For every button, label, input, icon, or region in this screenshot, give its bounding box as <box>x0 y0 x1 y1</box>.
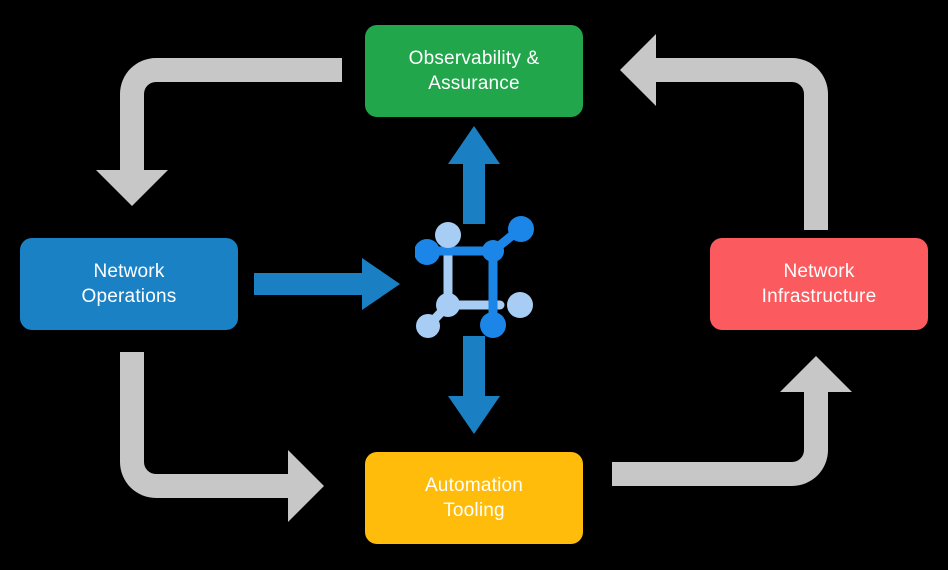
center-arrow-down <box>448 336 500 434</box>
cycle-arrow-operations-to-automation <box>120 352 324 522</box>
topology-dark-nodes <box>415 216 534 338</box>
node-network-operations[interactable]: Network Operations <box>20 238 238 330</box>
node-network-infrastructure[interactable]: Network Infrastructure <box>710 238 928 330</box>
center-arrow-right <box>254 258 400 310</box>
node-automation-tooling[interactable]: Automation Tooling <box>365 452 583 544</box>
center-arrow-up <box>448 126 500 224</box>
topology-light-nodes <box>416 222 533 338</box>
node-observability-assurance[interactable]: Observability & Assurance <box>365 25 583 117</box>
node-infrastructure-label: Network Infrastructure <box>761 260 877 307</box>
cycle-arrow-observability-to-operations <box>96 58 342 206</box>
cycle-arrow-automation-to-infrastructure <box>612 356 852 486</box>
node-operations-label: Network Operations <box>81 260 177 307</box>
network-topology-icon <box>415 216 534 338</box>
node-observability-label: Observability & Assurance <box>408 47 540 94</box>
cycle-arrow-infrastructure-to-observability <box>620 34 828 230</box>
node-automation-label: Automation Tooling <box>424 474 524 521</box>
